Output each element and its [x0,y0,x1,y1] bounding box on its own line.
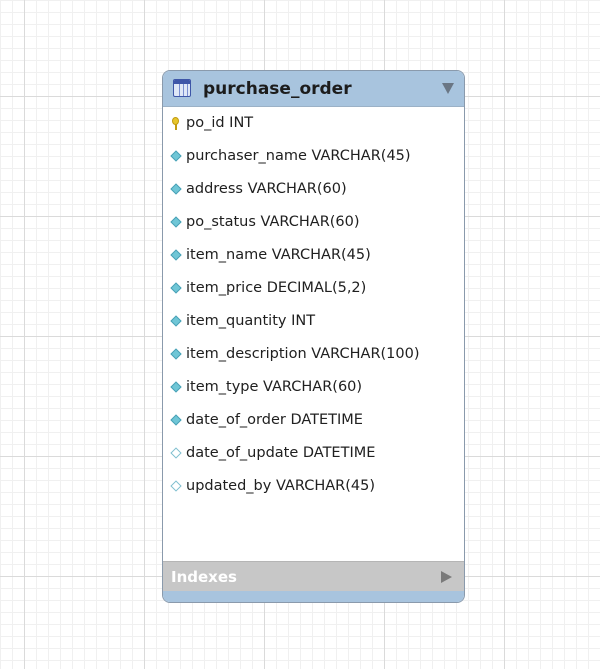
filled-diamond-icon [170,315,182,327]
column-label: item_quantity INT [186,313,316,329]
filled-diamond-icon [170,150,182,162]
filled-diamond-icon [170,249,182,261]
filled-diamond-icon [170,282,182,294]
indexes-label: Indexes [171,568,237,586]
column-label: item_type VARCHAR(60) [186,379,363,395]
column-row[interactable]: item_price DECIMAL(5,2) [163,272,464,305]
column-label: updated_by VARCHAR(45) [186,478,375,494]
entity-footer [163,591,464,602]
filled-diamond-icon [170,381,182,393]
indexes-section[interactable]: Indexes [163,561,464,594]
column-label: purchaser_name VARCHAR(45) [186,148,411,164]
column-row[interactable]: item_type VARCHAR(60) [163,371,464,404]
filled-diamond-icon [170,348,182,360]
column-row[interactable]: po_id INT [163,107,464,140]
hollow-diamond-icon [170,447,182,459]
table-icon [173,79,191,97]
column-row[interactable]: address VARCHAR(60) [163,173,464,206]
entity-title: purchase_order [203,79,352,99]
hollow-diamond-icon [170,480,182,492]
column-label: po_status VARCHAR(60) [186,214,360,230]
column-label: item_price DECIMAL(5,2) [186,280,367,296]
column-label: address VARCHAR(60) [186,181,347,197]
key-icon [171,117,181,130]
filled-diamond-icon [170,183,182,195]
column-label: date_of_update DATETIME [186,445,376,461]
column-label: po_id INT [186,115,254,131]
collapse-icon[interactable] [442,83,454,94]
column-label: item_name VARCHAR(45) [186,247,371,263]
column-label: item_description VARCHAR(100) [186,346,420,362]
column-row[interactable]: item_name VARCHAR(45) [163,239,464,272]
filled-diamond-icon [170,216,182,228]
column-row[interactable]: date_of_order DATETIME [163,404,464,437]
filled-diamond-icon [170,414,182,426]
column-row[interactable]: po_status VARCHAR(60) [163,206,464,239]
column-label: date_of_order DATETIME [186,412,363,428]
table-entity[interactable]: purchase_order po_id INT purchaser_name V… [162,70,465,603]
column-row[interactable]: updated_by VARCHAR(45) [163,470,464,503]
column-row[interactable]: item_quantity INT [163,305,464,338]
column-row[interactable]: date_of_update DATETIME [163,437,464,470]
expand-indexes-icon[interactable] [441,571,452,583]
column-row[interactable]: purchaser_name VARCHAR(45) [163,140,464,173]
column-row[interactable]: item_description VARCHAR(100) [163,338,464,371]
entity-header[interactable]: purchase_order [163,71,464,107]
